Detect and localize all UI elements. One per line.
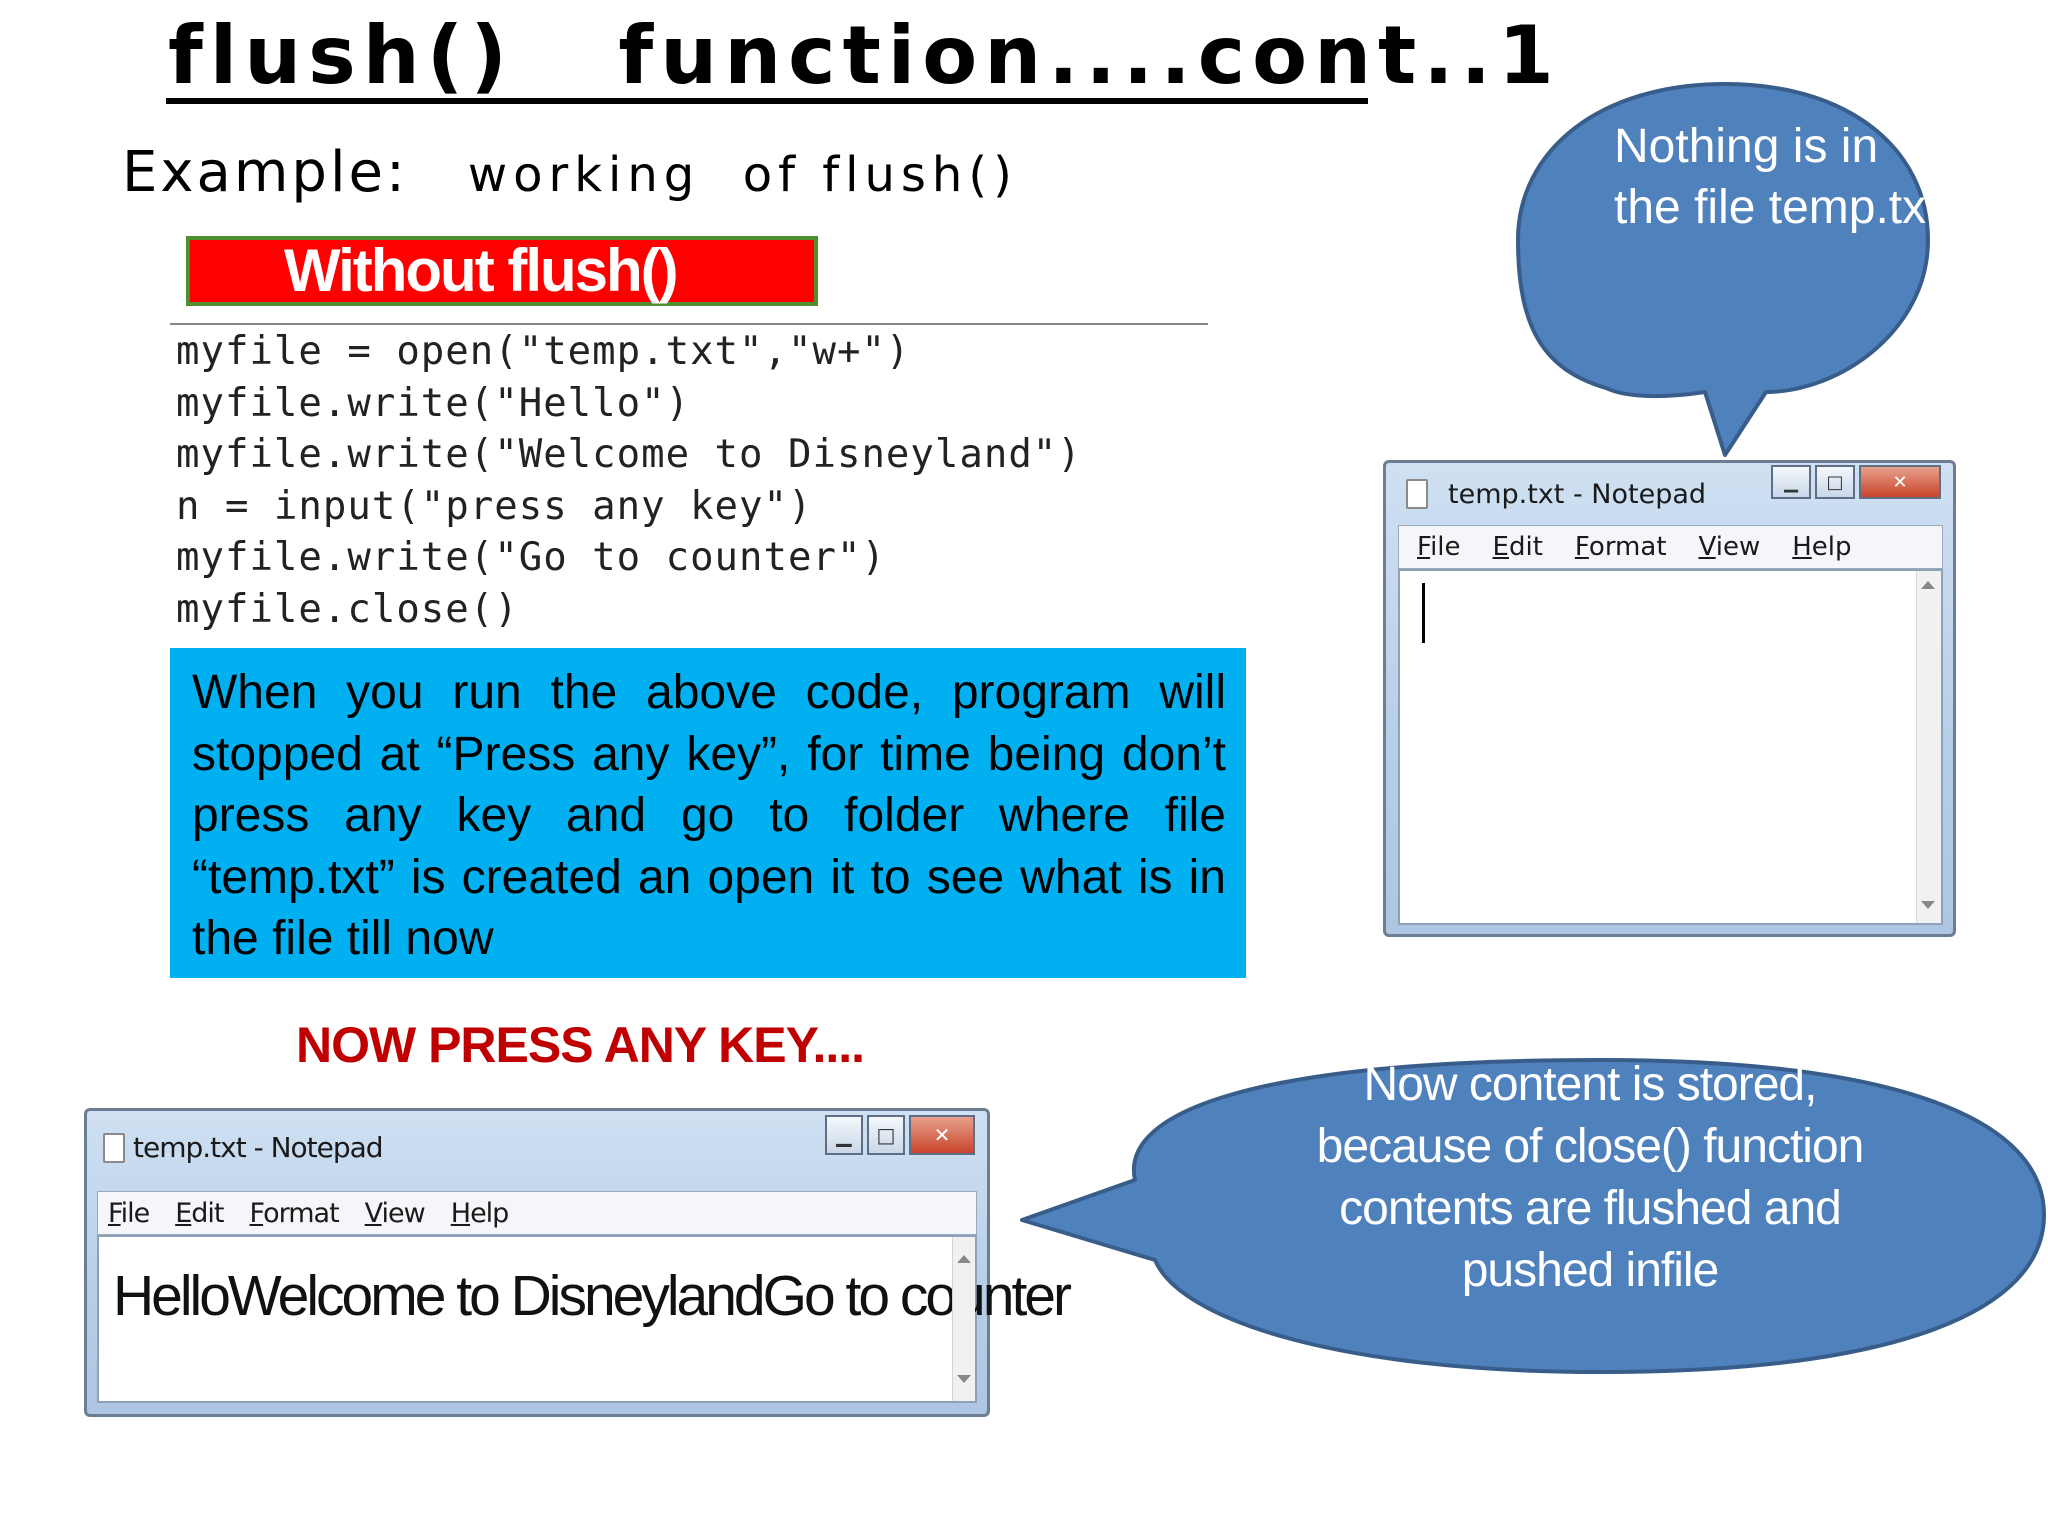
notepad-window-empty: temp.txt - Notepad ▁ □ ✕ File Edit Forma… <box>1383 460 1956 937</box>
notepad-file-icon <box>103 1133 125 1163</box>
example-line: Example: working of flush() <box>122 140 1018 220</box>
menu-view[interactable]: View <box>1698 532 1761 562</box>
menu-help[interactable]: Help <box>1792 532 1852 562</box>
minimize-button[interactable]: ▁ <box>1771 465 1811 499</box>
scroll-down-icon[interactable] <box>957 1375 971 1383</box>
without-flush-banner: Without flush() <box>186 236 818 306</box>
maximize-button[interactable]: □ <box>867 1115 905 1155</box>
code-line: myfile.close() <box>176 586 519 632</box>
slide-title: flush() function....cont..1 <box>168 9 1561 102</box>
code-line: n = input("press any key") <box>176 483 813 529</box>
menu-edit[interactable]: Edit <box>175 1198 224 1229</box>
scroll-up-icon[interactable] <box>957 1255 971 1263</box>
vertical-scrollbar[interactable] <box>1916 571 1941 923</box>
callout-top-text: Nothing is in the file temp.txt <box>1614 120 1940 234</box>
callout-bottom-bubble <box>1020 1058 2046 1374</box>
code-line: myfile.write("Go to counter") <box>176 535 886 580</box>
code-top-rule <box>170 323 1208 325</box>
close-button[interactable]: ✕ <box>909 1115 975 1155</box>
code-line: myfile = open("temp.txt","w+") <box>176 329 911 374</box>
file-content: HelloWelcome to DisneylandGo to counter <box>113 1264 1072 1328</box>
window-controls: ▁ □ ✕ <box>1767 465 1941 499</box>
window-controls: ▁ □ ✕ <box>821 1115 975 1155</box>
menu-help[interactable]: Help <box>450 1198 510 1229</box>
notepad-window-filled: temp.txt - Notepad ▁ □ ✕ File Edit Forma… <box>84 1108 1072 1417</box>
notepad-file-icon <box>1406 479 1428 509</box>
window-title: temp.txt - Notepad <box>1448 479 1707 510</box>
menu-format[interactable]: Format <box>249 1198 340 1229</box>
scroll-down-icon[interactable] <box>1921 901 1935 909</box>
callout-top-bubble <box>1516 82 1930 457</box>
menu-edit[interactable]: Edit <box>1492 532 1543 562</box>
vertical-scrollbar[interactable] <box>952 1237 975 1401</box>
code-block: myfile = open("temp.txt","w+") myfile.wr… <box>176 326 1216 635</box>
menu-format[interactable]: Format <box>1574 532 1667 562</box>
text-area[interactable] <box>1398 569 1943 925</box>
close-button[interactable]: ✕ <box>1859 465 1941 499</box>
text-caret <box>1422 583 1425 643</box>
menu-file[interactable]: File <box>108 1198 150 1229</box>
window-title: temp.txt - Notepad <box>133 1131 384 1164</box>
example-label: Example: <box>122 140 408 205</box>
callout-bottom-text: Now content is stored, because of close(… <box>1316 1058 1865 1297</box>
menu-view[interactable]: View <box>364 1198 426 1229</box>
maximize-button[interactable]: □ <box>1815 465 1855 499</box>
menu-bar: File Edit Format View Help <box>97 1191 977 1235</box>
title-underline <box>166 98 1368 104</box>
info-box: When you run the above code, program wil… <box>170 648 1246 978</box>
scroll-up-icon[interactable] <box>1921 581 1935 589</box>
menu-file[interactable]: File <box>1417 532 1461 562</box>
code-line: myfile.write("Hello") <box>176 380 691 426</box>
code-line: myfile.write("Welcome to Disneyland") <box>176 432 1082 477</box>
press-any-key-heading: NOW PRESS ANY KEY.... <box>296 1017 865 1073</box>
menu-bar: File Edit Format View Help <box>1398 525 1943 569</box>
example-description: working of flush() <box>467 147 1018 203</box>
text-area[interactable]: HelloWelcome to DisneylandGo to counter <box>97 1235 1072 1403</box>
minimize-button[interactable]: ▁ <box>825 1115 863 1155</box>
